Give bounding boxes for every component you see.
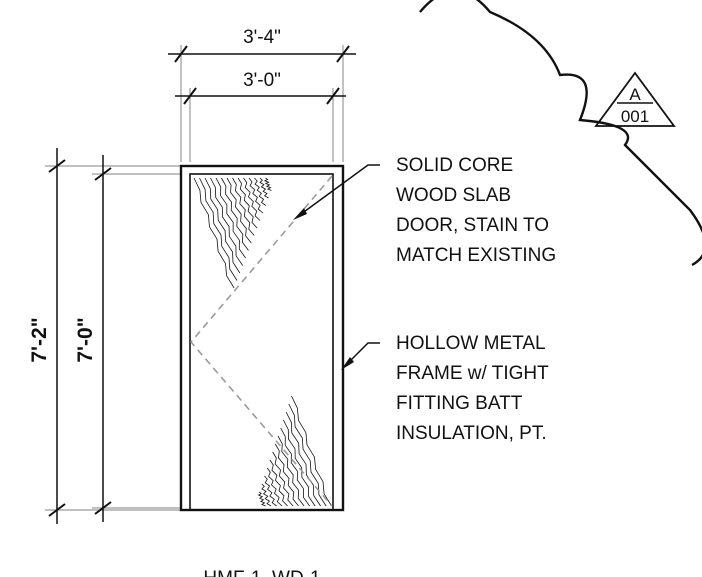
wood-grain-stroke [215, 177, 246, 259]
wood-grain-stroke [226, 177, 252, 244]
wood-grain-stroke [221, 177, 249, 251]
wood-grain-stroke [263, 177, 272, 191]
frame-note-line: FRAME w/ TIGHT [396, 363, 549, 384]
wood-grain-stroke [266, 467, 283, 507]
dimension-door-width-label: 3'-0" [243, 70, 281, 91]
wood-grain-stroke [237, 177, 258, 229]
frame-note-line: INSULATION, PT. [396, 423, 547, 444]
wood-grain-hatch-bottom [257, 395, 332, 507]
wood-grain-hatch-top [193, 177, 272, 289]
frame-note-line: FITTING BATT [396, 393, 523, 414]
wood-grain-stroke [272, 451, 294, 507]
wood-grain-stroke [257, 491, 266, 507]
revision-cloud [419, 0, 702, 267]
door-elevation [179, 164, 345, 512]
wood-grain-stroke [280, 427, 310, 507]
door-note-line: WOOD SLAB [396, 185, 511, 206]
dimension-door-height: 7'-0" [74, 155, 112, 522]
dimension-overall-height-label: 7'-2" [28, 317, 51, 362]
wood-grain-stroke [277, 435, 305, 507]
wood-slab-door [189, 173, 334, 511]
wood-grain-stroke [264, 475, 277, 507]
door-note-line: SOLID CORE [396, 155, 513, 176]
door-note-line: DOOR, STAIN TO [396, 215, 549, 236]
wood-grain-stroke [269, 459, 288, 507]
wood-grain-stroke [254, 177, 266, 206]
wood-grain-stroke [285, 411, 321, 507]
revision-triangle-icon [594, 71, 676, 127]
wood-grain-stroke [210, 177, 244, 266]
frame-note: HOLLOW METAL FRAME w/ TIGHT FITTING BATT… [396, 333, 549, 444]
wood-grain-stroke [288, 403, 327, 507]
wood-grain-stroke [248, 177, 264, 214]
frame-note-line: HOLLOW METAL [396, 333, 546, 354]
wood-grain-stroke [199, 177, 238, 281]
dimension-door-width: 3'-0" [175, 70, 346, 105]
hollow-metal-frame [179, 164, 345, 512]
revision-tag: A 001 [594, 71, 676, 127]
wood-grain-stroke [291, 395, 332, 507]
wood-grain-stroke [261, 483, 272, 507]
wood-grain-stroke [274, 443, 299, 507]
wood-grain-stroke [193, 177, 235, 289]
dimension-overall-height: 7'-2" [28, 148, 66, 524]
revision-number: 001 [621, 107, 649, 126]
extension-lines [45, 45, 344, 511]
wood-grain-stroke [259, 177, 269, 199]
door-note-line: MATCH EXISTING [396, 245, 556, 266]
door-note-leader [293, 164, 380, 220]
door-note: SOLID CORE WOOD SLAB DOOR, STAIN TO MATC… [396, 155, 556, 266]
dimension-overall-width-label: 3'-4" [243, 27, 281, 48]
dimension-door-height-label: 7'-0" [74, 317, 97, 362]
wood-grain-stroke [232, 177, 255, 236]
frame-note-leader [341, 342, 380, 370]
dimension-overall-width: 3'-4" [168, 27, 356, 63]
revision-letter: A [629, 85, 641, 104]
drawing-caption: HMF-1, WD-1 [203, 568, 320, 577]
door-swing-indicator [189, 175, 333, 507]
wood-grain-stroke [283, 419, 316, 507]
wood-grain-stroke [243, 177, 261, 221]
wood-grain-stroke [204, 177, 241, 274]
